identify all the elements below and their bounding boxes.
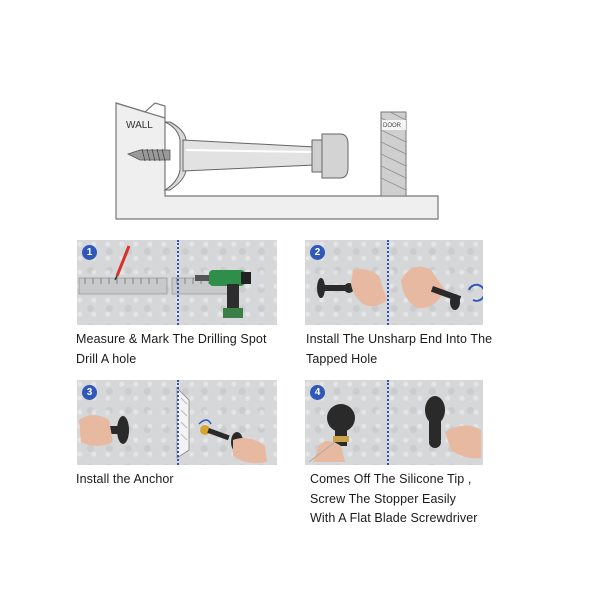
step-1-caption-line-2: Drill A hole <box>76 352 137 366</box>
step-4-panel: 4 <box>305 380 483 465</box>
step-3-panel: 3 <box>77 380 277 465</box>
door-label: DOOR <box>383 123 401 129</box>
step-3-divider <box>177 380 179 465</box>
step-2-caption-line-2: Tapped Hole <box>306 352 378 366</box>
step-4-caption-line-1: Comes Off The Silicone Tip , <box>310 472 472 486</box>
step-1-caption-line-1: Measure & Mark The Drilling Spot <box>76 332 267 346</box>
install-unsharp-end-illustration <box>317 266 483 310</box>
step-2-badge: 2 <box>310 245 325 260</box>
measure-drill-illustration <box>78 245 251 318</box>
step-2-panel: 2 <box>305 240 483 325</box>
step-3-caption-line-1: Install the Anchor <box>76 472 174 486</box>
wall-door-stopper-illustration <box>115 102 439 220</box>
step-1-badge: 1 <box>82 245 97 260</box>
install-anchor-illustration <box>79 387 267 464</box>
step-4-badge: 4 <box>310 385 325 400</box>
step-2-caption-line-1: Install The Unsharp End Into The <box>306 332 493 346</box>
step-2-divider <box>386 240 389 325</box>
step-1-divider <box>177 240 179 325</box>
step-3-badge: 3 <box>82 385 97 400</box>
step-4-caption-line-3: With A Flat Blade Screwdriver <box>310 511 478 525</box>
step-4-caption-line-2: Screw The Stopper Easily <box>310 492 456 506</box>
step-1-panel: 1 <box>77 240 277 325</box>
step-4-divider <box>386 380 389 465</box>
installation-diagram: WALL DOOR <box>0 0 600 235</box>
remove-tip-screw-illustration <box>308 396 481 463</box>
wall-label: WALL <box>126 120 153 131</box>
